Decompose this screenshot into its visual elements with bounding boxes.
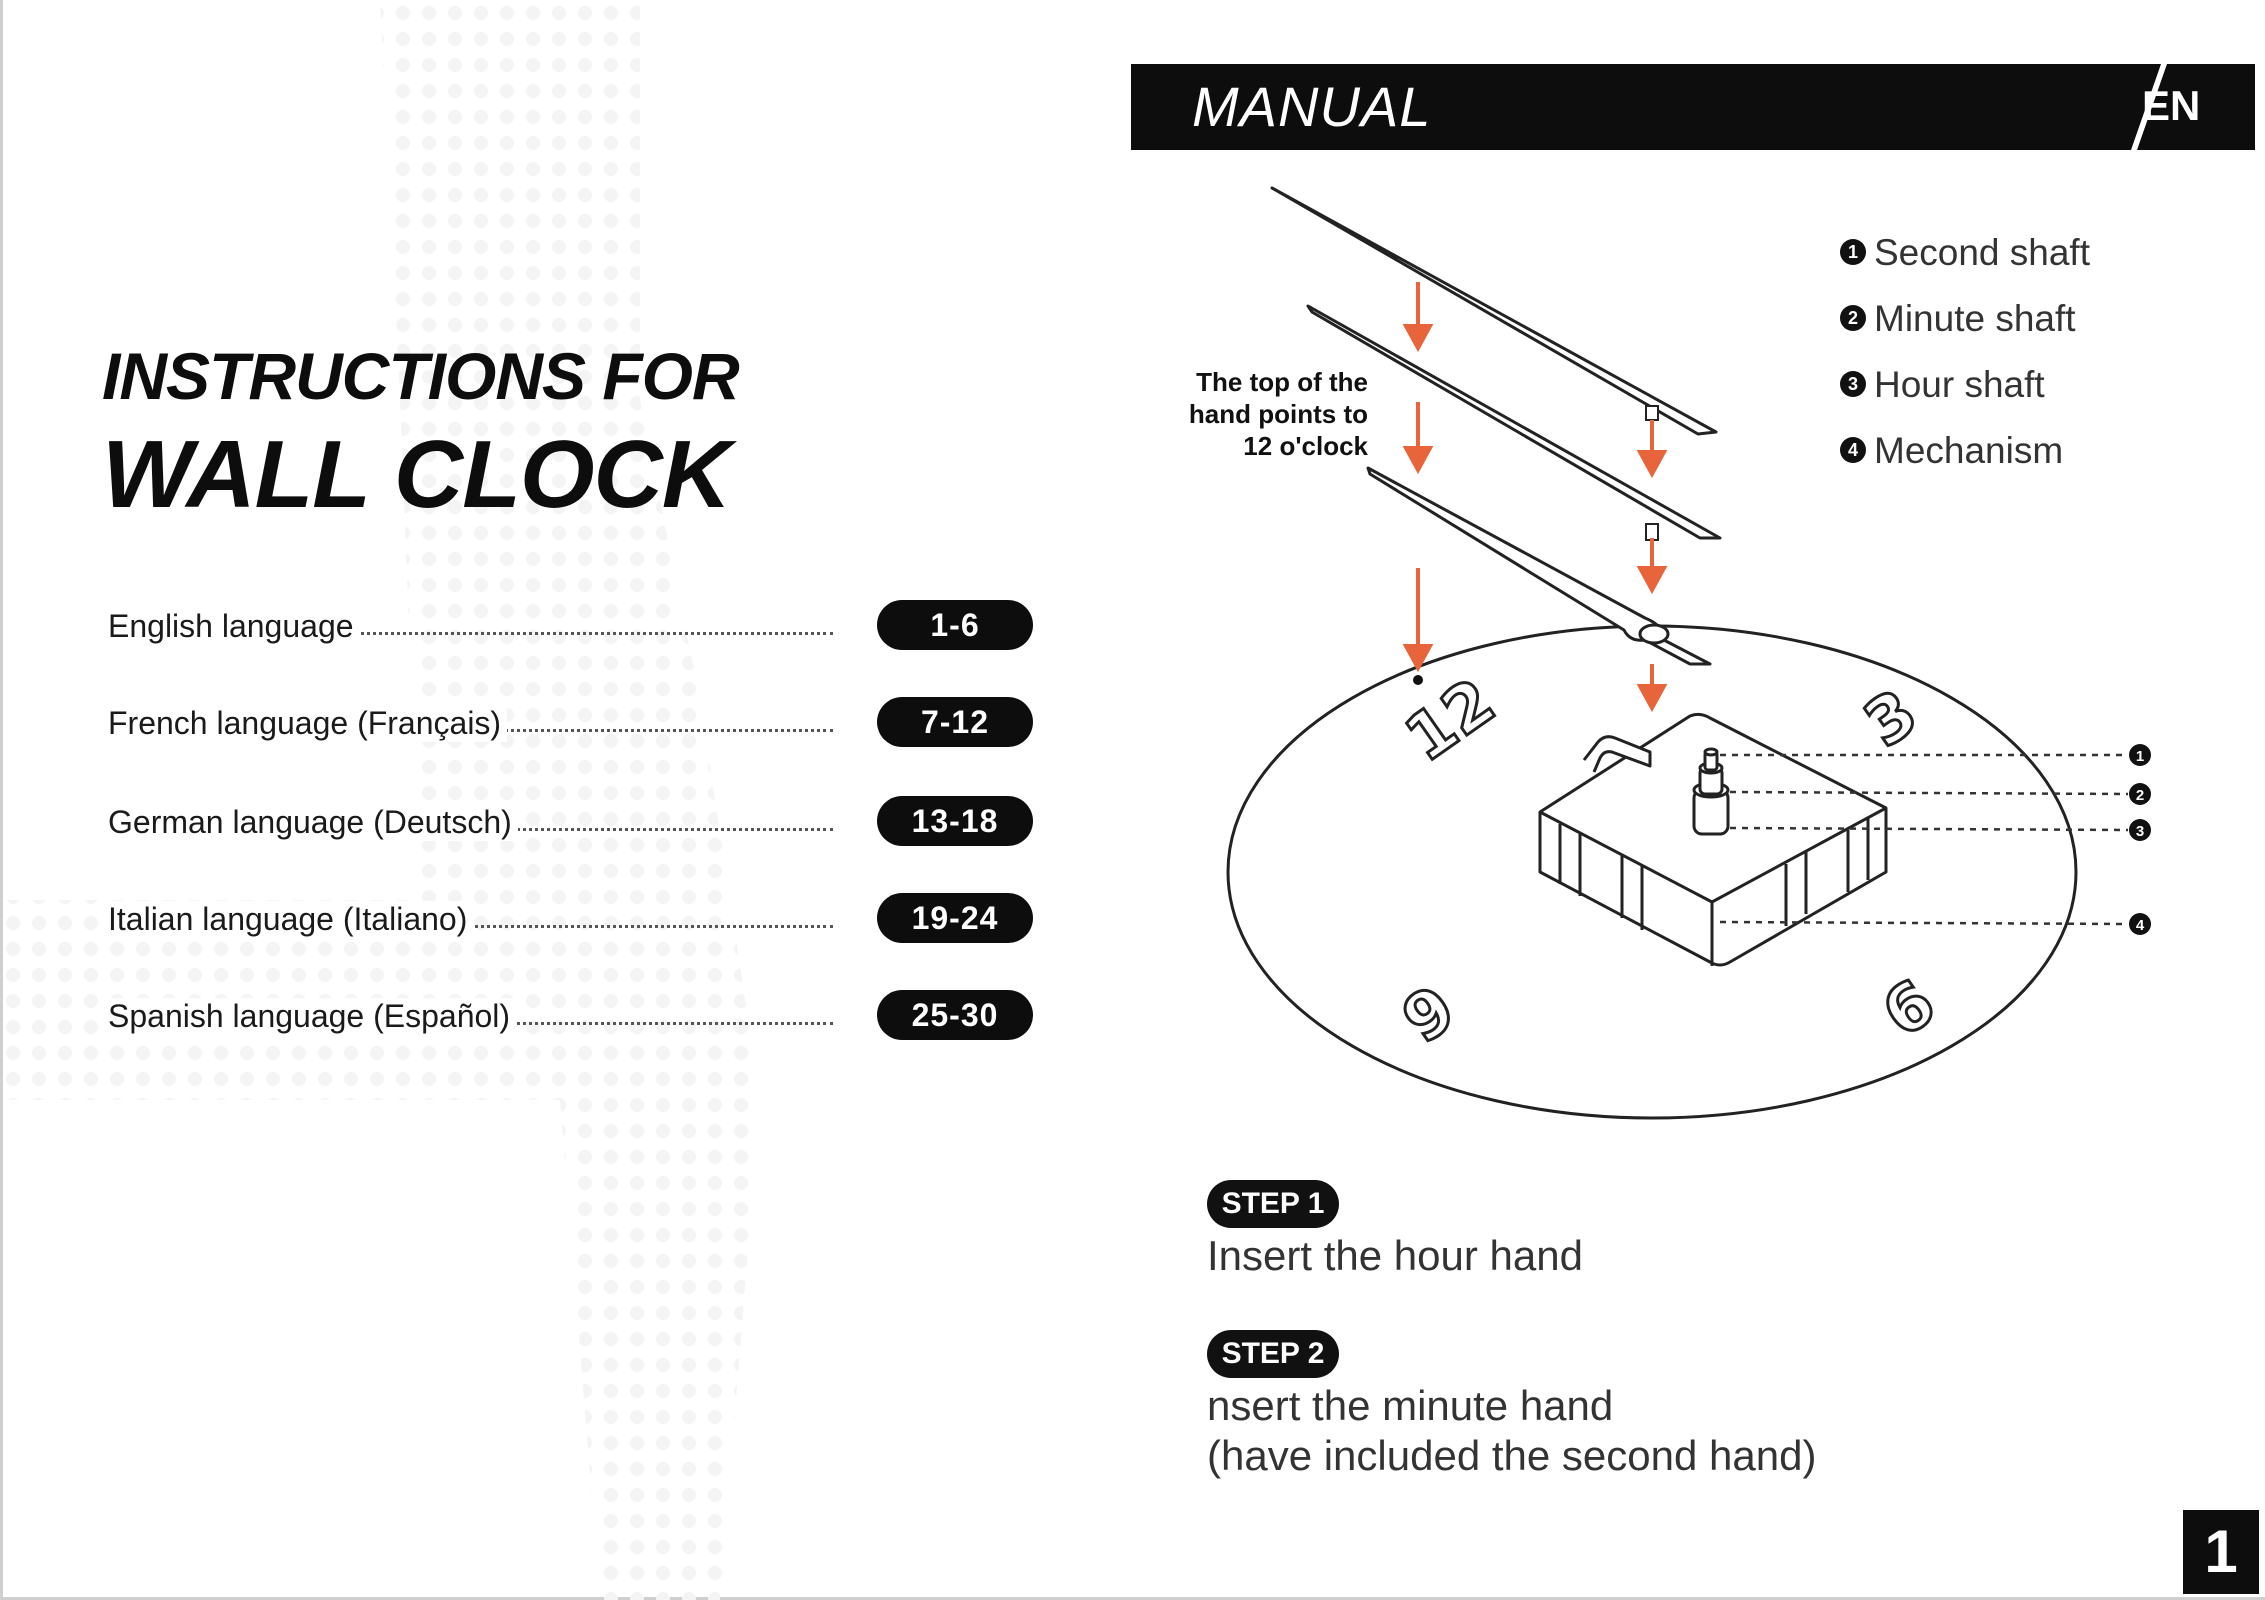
legend-number: 4 bbox=[1840, 437, 1866, 464]
svg-text:4: 4 bbox=[2136, 917, 2145, 934]
toc-page-range: 13-18 bbox=[877, 796, 1033, 846]
step-1-badge: STEP 1 bbox=[1207, 1180, 1339, 1228]
toc-page-range: 1-6 bbox=[877, 600, 1033, 650]
dial-number-3: 3 bbox=[1852, 676, 1931, 762]
toc-label: French language (Français) bbox=[108, 705, 508, 742]
legend-item: 2 Minute shaft bbox=[1840, 298, 2090, 364]
callout-lines bbox=[1719, 753, 2129, 926]
svg-text:3: 3 bbox=[2136, 823, 2144, 840]
legend-label: Second shaft bbox=[1874, 232, 2090, 273]
manual-header-bar bbox=[1131, 64, 2255, 150]
callout-markers: 1 2 3 4 bbox=[2129, 744, 2151, 935]
legend-number: 1 bbox=[1840, 239, 1866, 266]
legend-label: Hour shaft bbox=[1874, 364, 2045, 405]
hand-alignment-hint: The top of the hand points to 12 o'clock bbox=[1188, 367, 1368, 461]
document-title-line1: INSTRUCTIONS FOR bbox=[102, 339, 740, 413]
svg-text:1: 1 bbox=[2136, 748, 2144, 765]
legend-item: 1 Second shaft bbox=[1840, 232, 2090, 298]
toc-page-range: 19-24 bbox=[877, 893, 1033, 943]
toc-page-range: 25-30 bbox=[877, 990, 1033, 1040]
dial-number-12: 12 bbox=[1393, 665, 1508, 777]
toc-row-spanish[interactable]: Spanish language (Español) 25-30 bbox=[108, 990, 1033, 1044]
language-code: EN bbox=[2142, 82, 2201, 129]
clock-mechanism bbox=[1538, 712, 1888, 967]
svg-text:2: 2 bbox=[2136, 787, 2144, 804]
legend-item: 3 Hour shaft bbox=[1840, 364, 2090, 430]
dial-number-9: 9 bbox=[1390, 972, 1469, 1058]
toc-leader bbox=[108, 632, 833, 635]
page-number: 1 bbox=[2183, 1510, 2259, 1594]
dot-pattern-decoration bbox=[0, 0, 760, 1600]
document-title-line2: WALL CLOCK bbox=[102, 421, 731, 528]
legend-item: 4 Mechanism bbox=[1840, 430, 2090, 496]
step-2-badge: STEP 2 bbox=[1207, 1330, 1339, 1378]
toc-page-range: 7-12 bbox=[877, 697, 1033, 747]
hour-hand bbox=[1366, 466, 1712, 666]
second-hand bbox=[1270, 186, 1718, 436]
step-1-text: Insert the hour hand bbox=[1207, 1232, 1583, 1279]
minute-hand bbox=[1306, 304, 1722, 540]
header-title: MANUAL bbox=[1192, 75, 1432, 138]
dial-number-6: 6 bbox=[1870, 966, 1949, 1052]
toc-row-german[interactable]: German language (Deutsch) 13-18 bbox=[108, 796, 1033, 850]
step-2-subtext: (have included the second hand) bbox=[1207, 1432, 1817, 1479]
toc-row-italian[interactable]: Italian language (Italiano) 19-24 bbox=[108, 893, 1033, 947]
legend-number: 2 bbox=[1840, 305, 1866, 332]
clock-assembly-diagram: 1 2 3 4 12 3 9 6 bbox=[1226, 186, 2151, 1120]
legend-label: Mechanism bbox=[1874, 430, 2064, 471]
toc-label: Italian language (Italiano) bbox=[108, 901, 474, 938]
assembly-arrows bbox=[1402, 282, 1668, 771]
toc-label: English language bbox=[108, 608, 360, 645]
toc-label: German language (Deutsch) bbox=[108, 804, 518, 841]
toc-row-english[interactable]: English language 1-6 bbox=[108, 600, 1033, 654]
step-2-text: nsert the minute hand bbox=[1207, 1382, 1614, 1429]
toc-label: Spanish language (Español) bbox=[108, 998, 517, 1035]
toc-row-french[interactable]: French language (Français) 7-12 bbox=[108, 697, 1033, 751]
legend-label: Minute shaft bbox=[1874, 298, 2076, 339]
legend-number: 3 bbox=[1840, 371, 1866, 398]
